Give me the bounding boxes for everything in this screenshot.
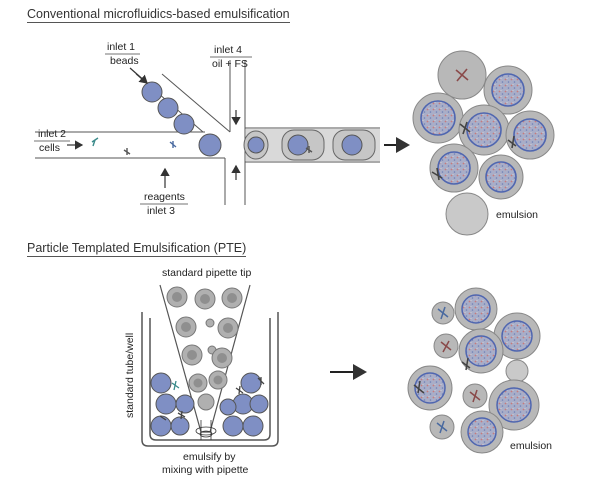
tube-well-inner — [149, 318, 271, 441]
inlet4-label: inlet 4 oil + FS — [210, 44, 252, 70]
inlet3-label: reagents inlet 3 — [140, 191, 188, 217]
emulsion-cluster-bottom — [407, 287, 541, 454]
flow-arrows — [67, 67, 241, 188]
reagents-text: reagents — [144, 191, 185, 203]
oil-fs-text: oil + FS — [212, 58, 248, 70]
inlet1-label: inlet 1 beads — [105, 41, 140, 67]
emulsion-cluster-top — [412, 50, 555, 236]
emulsion-label-bottom: emulsion — [510, 440, 552, 452]
inlet1-text: inlet 1 — [107, 41, 135, 53]
inlet4-text: inlet 4 — [214, 44, 242, 56]
tip-label: standard pipette tip — [162, 267, 251, 279]
mixing-vortex — [195, 420, 217, 440]
tube-well — [141, 312, 279, 447]
inlet2-label: inlet 2 cells — [34, 128, 70, 154]
tube-label: standard tube/well — [124, 333, 136, 418]
mix-label-line1: emulsify by — [183, 451, 236, 463]
particles-in-tip — [166, 286, 243, 411]
pte-section-title: Particle Templated Emulsification (PTE) — [27, 241, 247, 257]
cells-text: cells — [39, 142, 60, 154]
beads-in-tube — [150, 372, 269, 437]
beads-in-channel — [141, 81, 222, 157]
conventional-section-title: Conventional microfluidics-based emulsif… — [27, 7, 290, 23]
cells-in-tube — [159, 377, 265, 421]
beads-text: beads — [110, 55, 139, 67]
mix-label-line2: mixing with pipette — [162, 464, 249, 476]
inlet3-text: inlet 3 — [147, 205, 175, 217]
cells-in-channel — [91, 137, 177, 155]
inlet2-text: inlet 2 — [38, 128, 66, 140]
outlet-droplets — [243, 129, 376, 161]
emulsion-label-top: emulsion — [496, 209, 538, 221]
